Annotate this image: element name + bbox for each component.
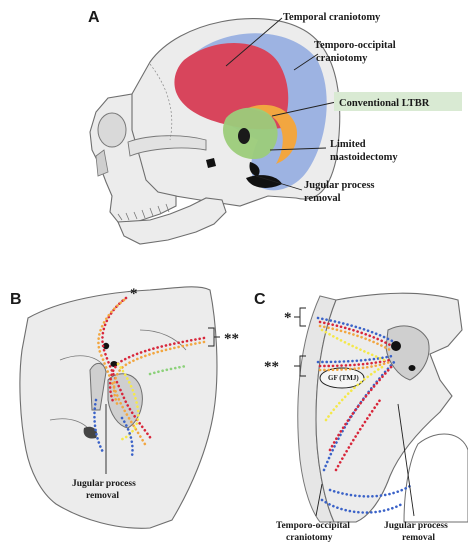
- panel-c: C GF (TMJ) * ** Temporo-occipital cranio…: [254, 291, 468, 543]
- trajectory-blue-b: [93, 398, 134, 458]
- label-jugular-a-2: removal: [304, 193, 341, 204]
- trajectory-orange-c: [318, 324, 392, 372]
- label-gf-tmj: GF (TMJ): [328, 374, 359, 382]
- trajectory-blue2-c: [320, 484, 412, 514]
- star-b-2: **: [224, 331, 239, 347]
- trajectory-red2-c: [334, 398, 382, 472]
- foramen-magnum-c: [403, 433, 468, 523]
- skull-mandible: [117, 197, 227, 245]
- skull-orbit: [97, 112, 127, 148]
- bracket-c-double: [294, 355, 306, 377]
- star-b-1: *: [130, 286, 138, 302]
- skull-base-hole-1: [249, 162, 260, 176]
- leader-limited: [269, 147, 327, 151]
- leader-tempocc-c: [315, 483, 323, 517]
- panel-c-letter: C: [254, 291, 266, 308]
- external-auditory-meatus: [238, 128, 250, 144]
- leader-temporal: [225, 17, 283, 67]
- ltbr-region: [223, 107, 278, 160]
- label-tempocc-c-1: Temporo-occipital: [276, 521, 350, 531]
- label-jugular-b-1: Jugular process: [72, 479, 136, 489]
- skull-suture: [149, 63, 173, 141]
- label-jugular-b-2: removal: [86, 491, 119, 501]
- skull-base-hole-2: [246, 175, 282, 188]
- glenoid-fossa-c: [319, 367, 365, 389]
- label-temporo-occipital-2: craniotomy: [316, 53, 368, 64]
- label-limited-2: mastoidectomy: [330, 152, 398, 163]
- label-tempocc-c-2: craniotomy: [286, 533, 333, 543]
- panel-b-letter: B: [10, 291, 22, 308]
- skull-base-hole-3: [206, 158, 216, 168]
- skull-zygoma: [127, 135, 207, 157]
- ltbr-label-box: [334, 92, 462, 111]
- bracket-b-double: [208, 327, 220, 347]
- leader-ltbr: [271, 101, 337, 117]
- star-c-1: *: [284, 310, 292, 326]
- foramen-c-1: [408, 365, 416, 371]
- panel-a-letter: A: [88, 9, 100, 26]
- label-limited-1: Limited: [330, 139, 366, 150]
- label-conventional-ltbr: Conventional LTBR: [339, 98, 430, 109]
- trajectory-green-b: [148, 364, 188, 376]
- leader-temporo-occipital: [293, 53, 319, 71]
- trajectory-red2-b: [108, 336, 206, 406]
- meatus-c: [391, 341, 401, 351]
- petrous-c: [385, 325, 430, 381]
- styloid-b: [89, 363, 107, 411]
- bracket-c-single: [294, 307, 306, 327]
- foramen-b-1: [102, 342, 110, 350]
- stylomastoid-b: [83, 426, 98, 439]
- trajectory-red-c: [318, 320, 396, 452]
- panel-a: A Tempo: [88, 9, 462, 245]
- panel-b: B * ** Jugular process removal: [10, 286, 239, 529]
- trajectory-orange2-b: [112, 340, 206, 408]
- label-temporo-occipital-1: Temporo-occipital: [314, 40, 396, 51]
- star-c-2: **: [264, 359, 279, 375]
- label-temporal-craniotomy: Temporal craniotomy: [283, 12, 381, 23]
- label-jugular-a-1: Jugular process: [304, 180, 375, 191]
- leader-jugular-c: [397, 403, 415, 517]
- skull-nasal: [95, 149, 109, 177]
- label-jugular-c-2: removal: [402, 533, 435, 543]
- leader-jugular-a: [255, 175, 303, 191]
- trajectory-orange-b: [97, 298, 148, 448]
- label-jugular-c-1: Jugular process: [384, 521, 448, 531]
- skull-teeth: [117, 203, 170, 221]
- trajectory-yellow-c: [320, 328, 386, 422]
- foramen-b-2: [110, 361, 118, 367]
